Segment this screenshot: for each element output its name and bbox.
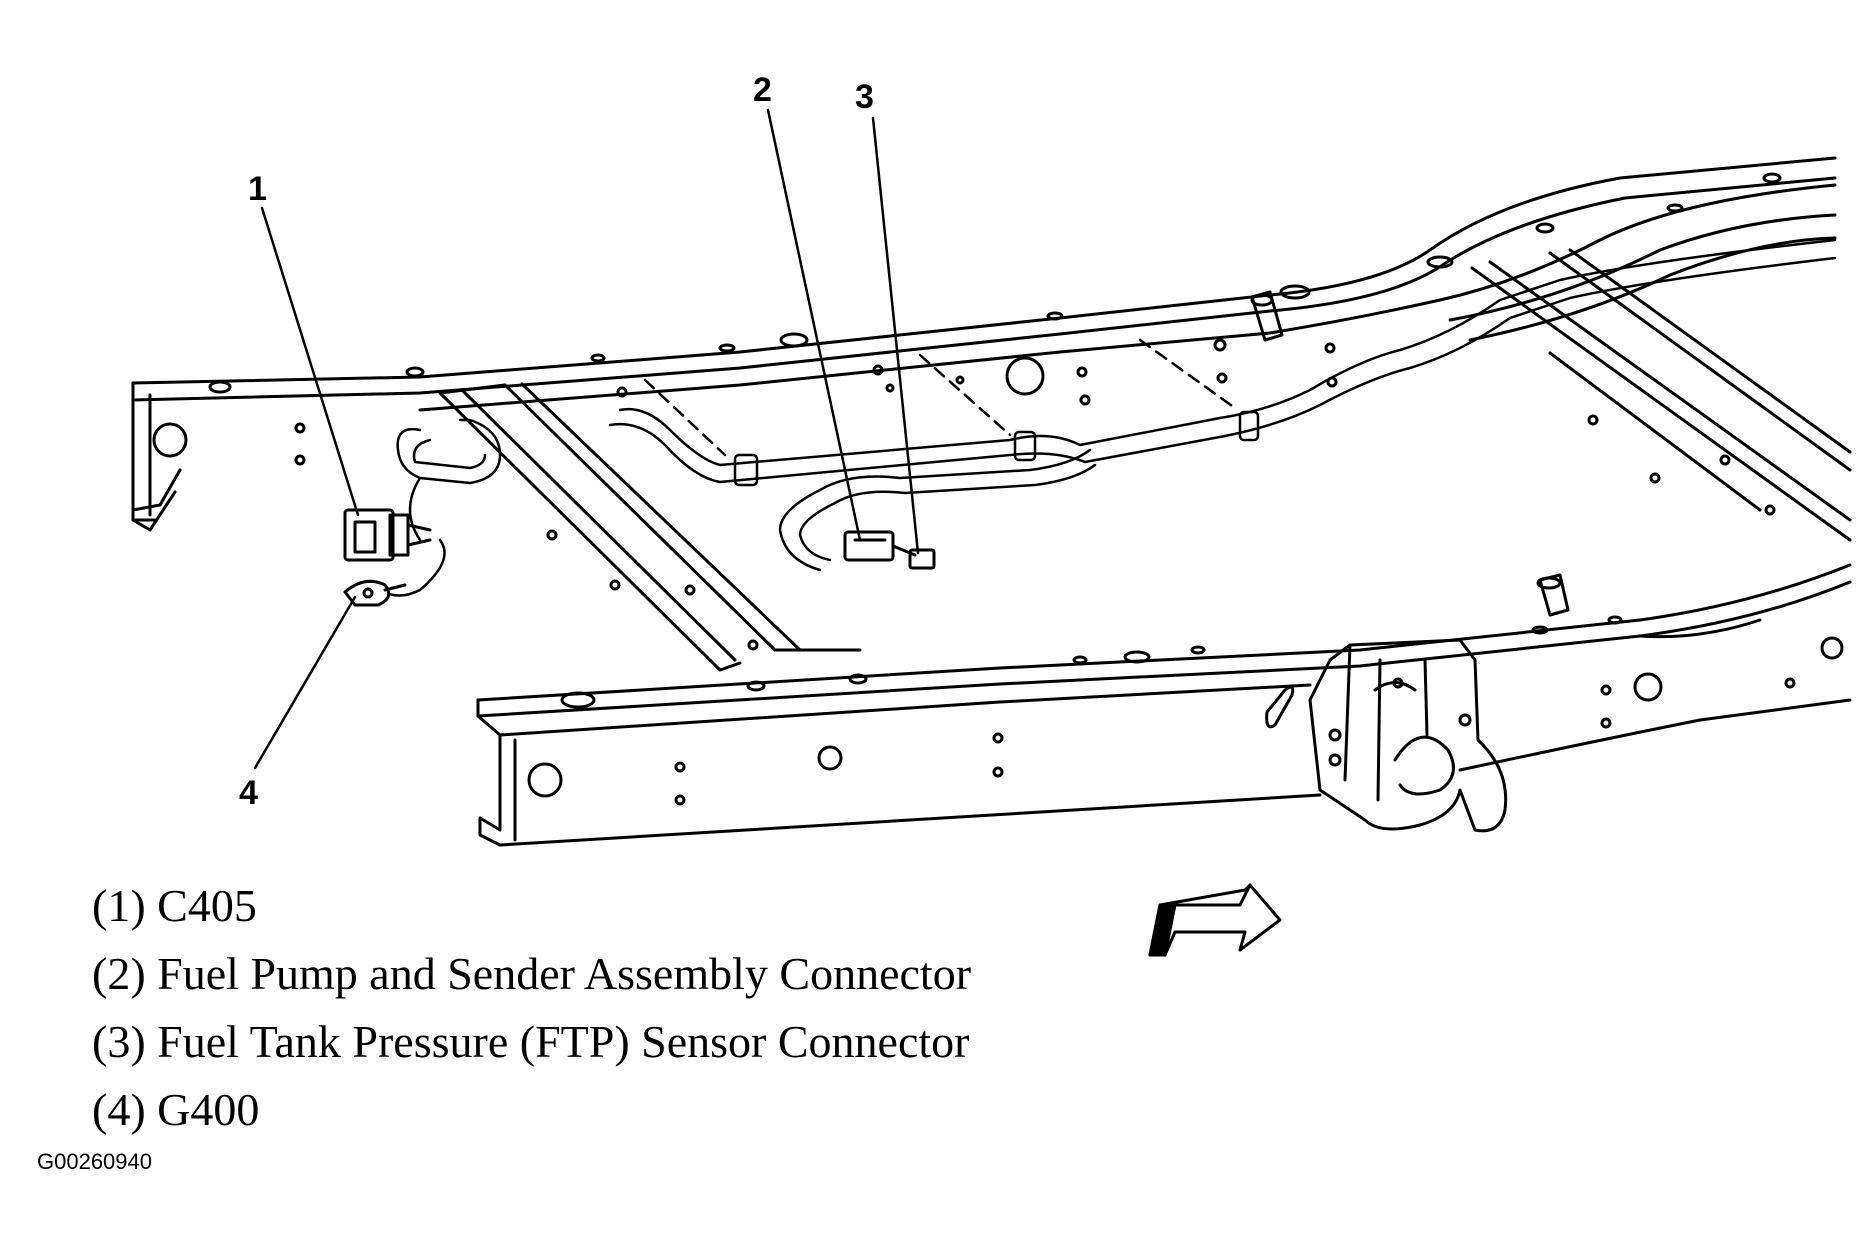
fuel-pump-connector [843,530,917,562]
callout-1: 1 [248,170,267,208]
wiring-harness [383,238,1837,597]
lower-frame-rail [476,563,1852,847]
figure-code: G00260940 [37,1149,152,1174]
leader-line-4 [253,595,357,770]
legend-item-ftp-sensor-connector: (3) Fuel Tank Pressure (FTP) Sensor Conn… [92,1016,970,1067]
forward-direction-arrow-icon [1148,883,1282,957]
crossmember-front [438,382,862,672]
ground-g400 [343,579,407,607]
spring-hanger-bracket [1308,638,1508,833]
connector-c405 [343,508,432,562]
leader-line-2 [766,108,862,542]
legend-item-g400: (4) G400 [92,1084,260,1135]
leader-line-3 [871,116,920,555]
legend-item-fuel-pump-connector: (2) Fuel Pump and Sender Assembly Connec… [92,948,972,999]
callout-2: 2 [753,71,772,109]
callout-4: 4 [239,774,258,812]
callout-3: 3 [855,78,874,116]
ftp-sensor-connector [908,548,936,570]
legend-item-c405: (1) C405 [92,880,257,931]
upper-frame-rail [131,156,1837,532]
leader-lines [253,108,920,770]
leader-line-1 [260,206,360,517]
crossmember-rear [1470,248,1852,542]
